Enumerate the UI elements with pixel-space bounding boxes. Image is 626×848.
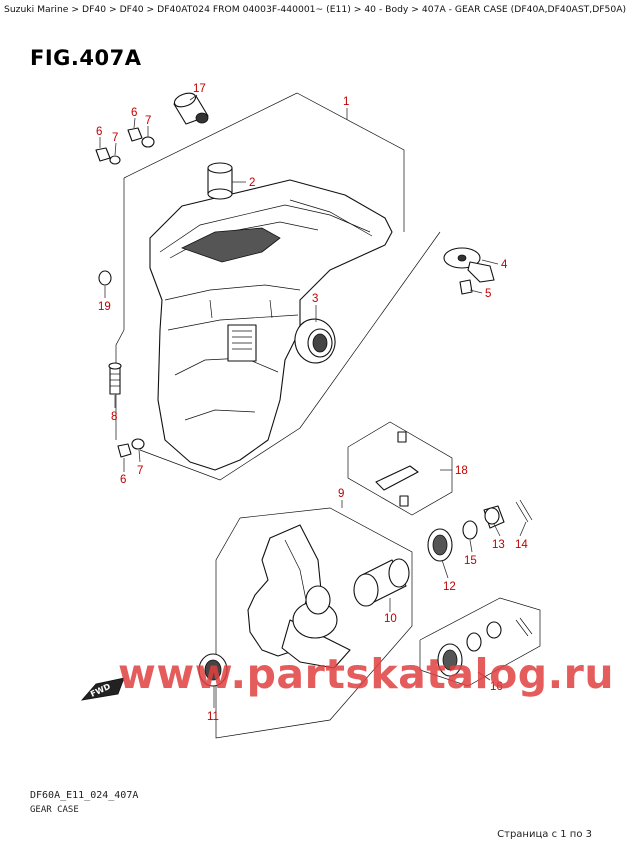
gear-case-diagram: FWD 1 2 3 4 5 17 6 7 6 7 — [80, 83, 541, 739]
part-11-bushing[interactable] — [198, 653, 228, 687]
figure-title: FIG.407A — [30, 46, 142, 70]
bolt-washer-top-right[interactable] — [127, 127, 155, 148]
gear-case-housing[interactable] — [149, 179, 393, 471]
callout-15[interactable]: 15 — [464, 555, 477, 567]
fwd-arrow: FWD — [80, 677, 125, 701]
part-17-plug[interactable] — [173, 91, 209, 125]
callout-12[interactable]: 12 — [443, 581, 456, 593]
part-16-group[interactable] — [419, 597, 541, 687]
part-14-cotter-pin[interactable] — [515, 499, 533, 523]
bolt-washer-top-left[interactable] — [95, 147, 121, 165]
diagram-caption: GEAR CASE — [30, 805, 79, 815]
callouts: 1 2 3 4 5 17 6 7 6 7 19 8 6 7 18 9 13 14… — [96, 83, 528, 723]
callout-11[interactable]: 11 — [207, 711, 219, 723]
callout-14[interactable]: 14 — [515, 539, 528, 551]
callout-19[interactable]: 19 — [98, 301, 111, 313]
callout-13[interactable]: 13 — [492, 539, 505, 551]
part-18-group[interactable] — [347, 421, 453, 516]
propeller-frame — [215, 507, 413, 739]
breadcrumb[interactable]: Suzuki Marine > DF40 > DF40 > DF40AT024 … — [4, 4, 626, 15]
callout-7-lower[interactable]: 7 — [137, 465, 143, 477]
callout-3[interactable]: 3 — [312, 293, 318, 305]
part-19-cap[interactable] — [98, 270, 112, 286]
callout-6-top-right[interactable]: 6 — [131, 107, 137, 119]
callout-1[interactable]: 1 — [343, 96, 349, 108]
part-4-cover[interactable] — [443, 247, 495, 283]
leader-lines — [99, 94, 527, 708]
watermark: www.partskatalog.ru — [118, 650, 615, 698]
callout-6-top-left[interactable]: 6 — [96, 126, 102, 138]
part-15-washer[interactable] — [462, 520, 478, 540]
callout-7-top-right[interactable]: 7 — [145, 115, 151, 127]
callout-5[interactable]: 5 — [485, 288, 491, 300]
callout-18[interactable]: 18 — [455, 465, 468, 477]
callout-10[interactable]: 10 — [384, 613, 397, 625]
page-indicator: Страница с 1 по 3 — [497, 829, 592, 840]
callout-7-top-left[interactable]: 7 — [112, 132, 118, 144]
part-10-spacer[interactable] — [353, 558, 410, 607]
part-5-bolt[interactable] — [459, 279, 473, 295]
part-8-bolt[interactable] — [108, 362, 122, 395]
diagram-code: DF60A_E11_024_407A — [30, 790, 139, 801]
part-13-nut[interactable] — [483, 505, 505, 529]
gear-case-frame — [115, 92, 441, 481]
callout-17[interactable]: 17 — [193, 83, 206, 95]
part-12-washer[interactable] — [427, 528, 453, 562]
callout-4[interactable]: 4 — [501, 259, 508, 271]
callout-8[interactable]: 8 — [111, 411, 117, 423]
part-3-bearing[interactable] — [291, 316, 338, 366]
callout-9[interactable]: 9 — [338, 488, 344, 500]
propeller[interactable] — [247, 524, 351, 669]
bolt-washer-lower[interactable] — [117, 438, 145, 458]
part-2-bushing[interactable] — [207, 162, 233, 200]
callout-2[interactable]: 2 — [249, 177, 255, 189]
callout-6-lower[interactable]: 6 — [120, 474, 126, 486]
callout-16[interactable]: 16 — [490, 681, 503, 693]
